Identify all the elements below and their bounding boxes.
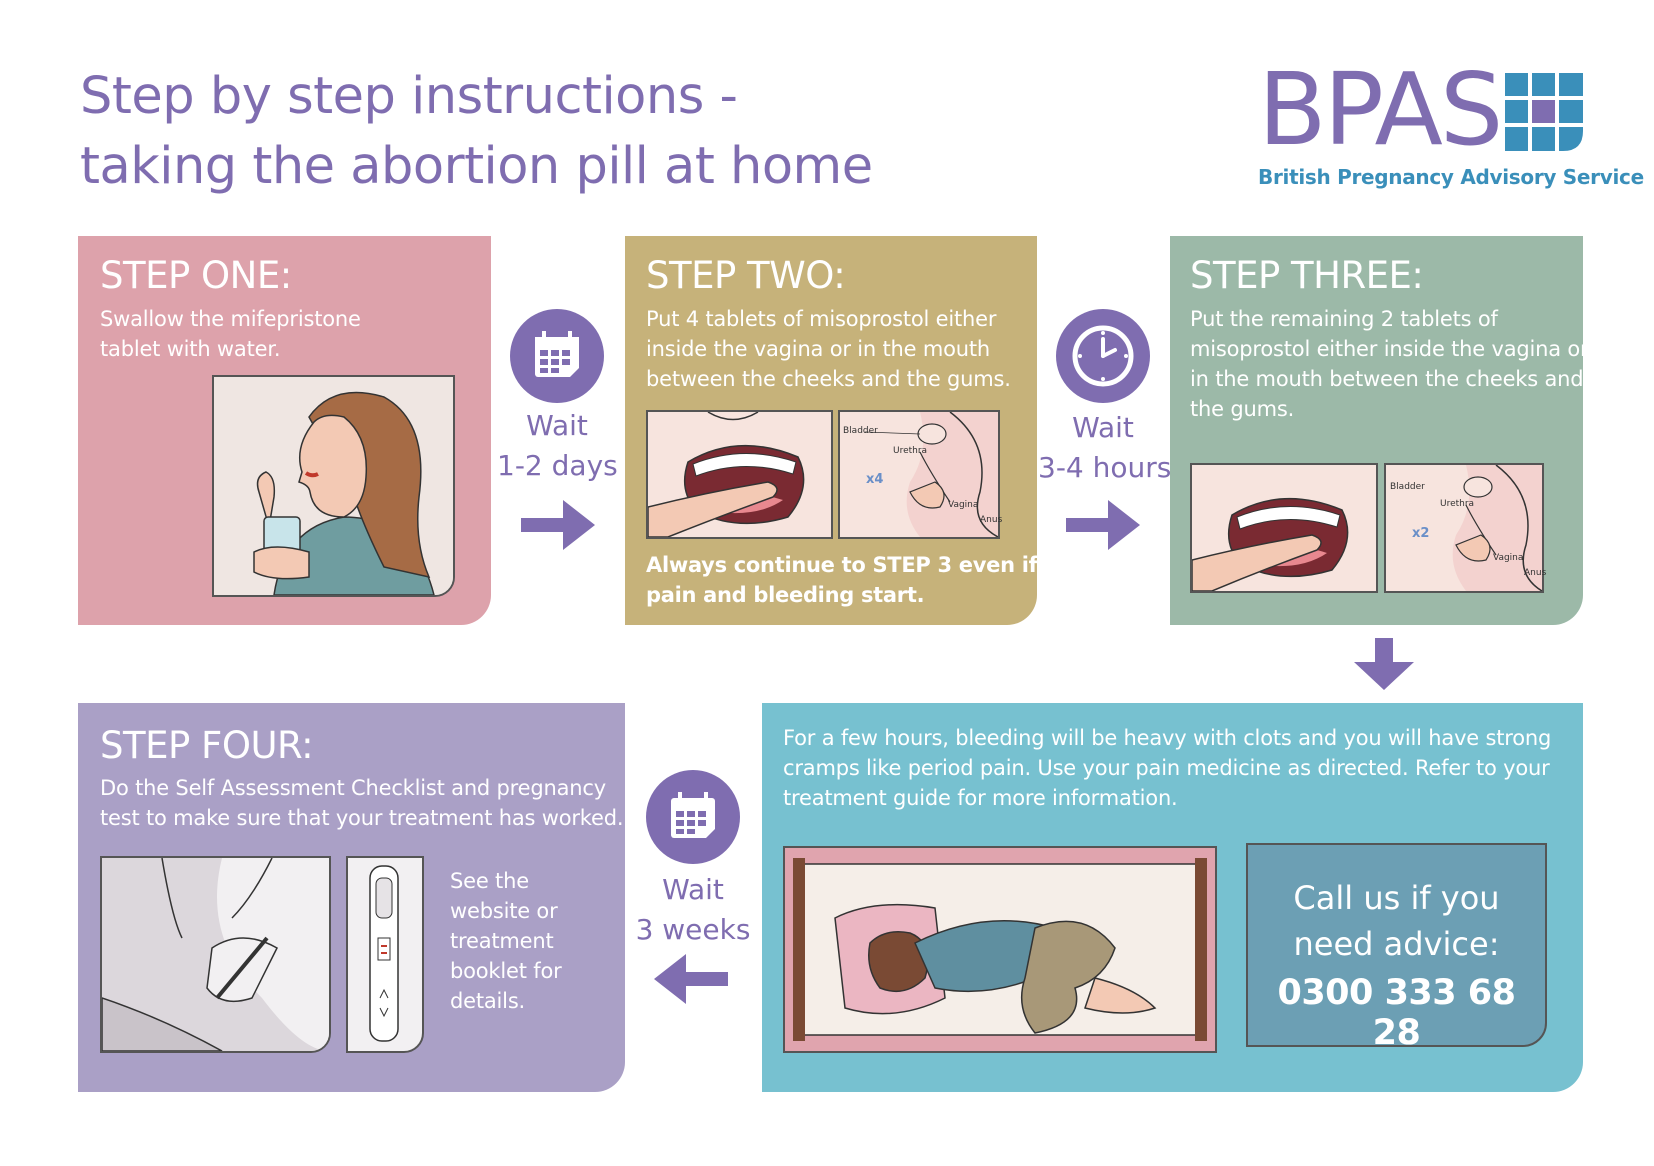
step-two-note-line: Always continue to STEP 3 even if [646, 553, 1038, 577]
step-four-side-text: See the website or treatment booklet for… [450, 866, 562, 1016]
tablet-count-label: x2 [1412, 526, 1430, 541]
call-us-text: Call us if you need advice: [1248, 875, 1545, 967]
calendar-icon [510, 309, 604, 403]
wait-label-line: 3-4 hours [1038, 451, 1172, 484]
page-title: Step by step instructions - taking the a… [80, 62, 980, 202]
call-us-line: Call us if you [1293, 879, 1500, 917]
step-four-side-line: booklet for [450, 959, 562, 983]
step-four-text-line: test to make sure that your treatment ha… [100, 806, 624, 830]
vaginal-insertion-diagram [1384, 463, 1544, 593]
bleeding-info-text: For a few hours, bleeding will be heavy … [783, 723, 1551, 813]
wait-1-2-days-label: Wait 1-2 days [497, 406, 618, 486]
pregnancy-test-stick-icon [346, 856, 424, 1053]
step-four-side-line: treatment [450, 929, 554, 953]
call-us-box: Call us if you need advice: 0300 333 68 … [1246, 843, 1547, 1053]
urethra-label: Urethra [893, 446, 928, 456]
mouth-tablet-illustration [1190, 463, 1378, 593]
step-two-note-line: pain and bleeding start. [646, 583, 925, 607]
page-title-line-2: taking the abortion pill at home [80, 137, 873, 196]
logo-subtitle: British Pregnancy Advisory Service [1258, 165, 1644, 189]
step-one-text-line: Swallow the mifepristone [100, 307, 361, 331]
wait-3-weeks-label: Wait 3 weeks [628, 870, 758, 950]
step-four-heading: STEP FOUR: [100, 724, 314, 767]
pregnancy-test-use-illustration [100, 856, 331, 1053]
step-four-text-line: Do the Self Assessment Checklist and pre… [100, 776, 606, 800]
urethra-label: Urethra [1440, 499, 1475, 509]
advice-phone-number[interactable]: 0300 333 68 28 [1277, 973, 1516, 1053]
step-four-side-line: website or [450, 899, 558, 923]
mouth-tablet-illustration [646, 410, 833, 539]
step-two-heading: STEP TWO: [646, 254, 846, 297]
step-one-text-line: tablet with water. [100, 337, 281, 361]
step-two-note: Always continue to STEP 3 even if pain a… [646, 550, 1038, 610]
bladder-label: Bladder [843, 426, 878, 436]
calendar-icon [646, 770, 740, 864]
anus-label: Anus [1524, 568, 1547, 578]
bleeding-info-line: treatment guide for more information. [783, 786, 1178, 810]
arrow-down-icon [1354, 638, 1414, 690]
wait-label-line: 3 weeks [635, 913, 751, 946]
step-four-text: Do the Self Assessment Checklist and pre… [100, 773, 624, 833]
arrow-left-icon [654, 954, 728, 1004]
anus-label: Anus [980, 515, 1003, 525]
page-title-line-1: Step by step instructions - [80, 67, 738, 126]
step-three-text-line: in the mouth between the cheeks and [1190, 367, 1584, 391]
arrow-right-icon [521, 500, 595, 550]
wait-label-line: Wait [526, 409, 588, 442]
bleeding-info-line: cramps like period pain. Use your pain m… [783, 756, 1550, 780]
logo-grid-icon [1505, 73, 1583, 151]
step-two-text-line: between the cheeks and the gums. [646, 367, 1011, 391]
vagina-label: Vagina [1493, 553, 1524, 563]
wait-label-line: Wait [1072, 411, 1134, 444]
tablet-count-label: x4 [866, 472, 884, 487]
logo-wordmark: BPAS [1258, 51, 1503, 168]
step-four-side-line: details. [450, 989, 526, 1013]
clock-icon [1056, 309, 1150, 403]
step-four-side-line: See the [450, 869, 529, 893]
arrow-right-icon [1066, 500, 1140, 550]
woman-resting-in-bed-illustration [783, 846, 1217, 1053]
step-one-text: Swallow the mifepristone tablet with wat… [100, 304, 361, 364]
step-three-text-line: misoprostol either inside the vagina or [1190, 337, 1589, 361]
step-two-text-line: Put 4 tablets of misoprostol either [646, 307, 997, 331]
wait-label-line: 1-2 days [497, 449, 618, 482]
step-two-text-line: inside the vagina or in the mouth [646, 337, 990, 361]
wait-3-4-hours-label: Wait 3-4 hours [1038, 408, 1172, 488]
step-three-heading: STEP THREE: [1190, 254, 1424, 297]
call-us-line: need advice: [1293, 925, 1500, 963]
wait-label-line: Wait [662, 873, 724, 906]
bladder-label: Bladder [1390, 482, 1425, 492]
vagina-label: Vagina [948, 500, 979, 510]
step-three-text-line: Put the remaining 2 tablets of [1190, 307, 1498, 331]
step-two-text: Put 4 tablets of misoprostol either insi… [646, 304, 1011, 394]
bleeding-info-line: For a few hours, bleeding will be heavy … [783, 726, 1552, 750]
vaginal-insertion-diagram [838, 410, 1000, 539]
step-three-text: Put the remaining 2 tablets of misoprost… [1190, 304, 1589, 424]
woman-swallowing-tablet-illustration [212, 375, 455, 597]
step-one-heading: STEP ONE: [100, 254, 292, 297]
step-three-text-line: the gums. [1190, 397, 1295, 421]
